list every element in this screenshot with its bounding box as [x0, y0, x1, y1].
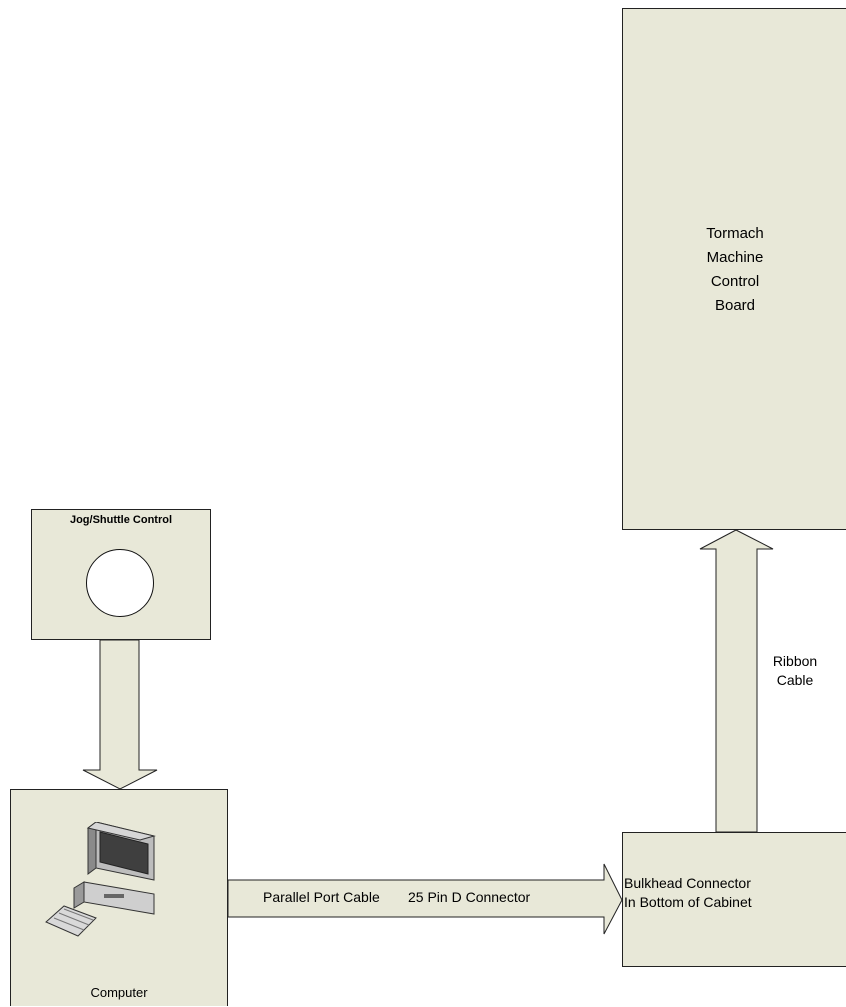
control-board-line-1: Tormach	[706, 225, 764, 242]
jog-to-computer-arrow	[82, 639, 158, 790]
jog-shuttle-title: Jog/Shuttle Control	[69, 514, 173, 526]
bulkhead-line-2: In Bottom of Cabinet	[624, 894, 752, 910]
dial-circle-icon	[86, 549, 154, 617]
ribbon-cable-line-1: Ribbon	[772, 653, 818, 669]
control-board-line-2: Machine	[706, 249, 764, 266]
parallel-cable-arrow	[227, 863, 623, 935]
bulkhead-line-1: Bulkhead Connector	[624, 875, 751, 891]
control-board-line-3: Control	[710, 273, 760, 290]
bulkhead-box	[622, 832, 846, 967]
control-board-line-4: Board	[714, 297, 756, 314]
parallel-cable-label-b: 25 Pin D Connector	[408, 889, 531, 905]
computer-label: Computer	[90, 985, 148, 1000]
parallel-cable-label-a: Parallel Port Cable	[263, 889, 380, 905]
ribbon-cable-label: Ribbon Cable	[760, 652, 830, 690]
control-board-label: Tormach Machine Control Board	[622, 222, 846, 318]
computer-icon	[45, 822, 156, 937]
bulkhead-label: Bulkhead Connector In Bottom of Cabinet	[622, 874, 846, 912]
control-board-box	[622, 8, 846, 530]
ribbon-cable-arrow	[699, 529, 774, 833]
ribbon-cable-line-2: Cable	[776, 672, 814, 688]
